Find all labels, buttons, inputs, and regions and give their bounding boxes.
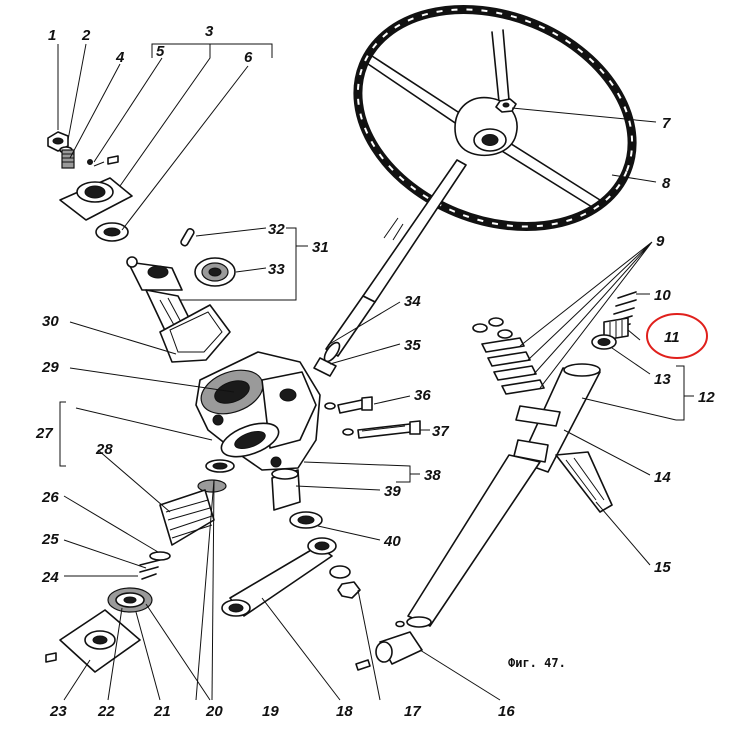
label-19: 19	[262, 703, 279, 720]
label-34: 34	[404, 293, 421, 310]
highlight-circle	[646, 313, 708, 359]
bolts-36-37	[324, 396, 421, 439]
label-21: 21	[153, 703, 171, 720]
label-26: 26	[41, 489, 59, 506]
steering-box-housing	[195, 351, 321, 471]
label-18: 18	[336, 703, 353, 720]
label-23: 23	[49, 703, 67, 720]
sector-shaft-30	[126, 256, 231, 363]
label-7: 7	[662, 115, 671, 132]
label-38: 38	[424, 467, 441, 484]
label-32: 32	[268, 221, 285, 238]
leader-lines	[57, 43, 694, 701]
part-bearing-33	[194, 257, 236, 287]
part-clamp-15	[555, 451, 613, 513]
part-nut-7	[495, 98, 517, 113]
label-10: 10	[654, 287, 671, 304]
label-22: 22	[97, 703, 115, 720]
label-14: 14	[654, 469, 671, 486]
label-2: 2	[81, 27, 91, 44]
label-37: 37	[432, 423, 449, 440]
label-17: 17	[404, 703, 421, 720]
part-labels: 1 2 3 4 5 6 7 8 9 10 11 12 13 14 15 16 1…	[35, 23, 715, 720]
label-28: 28	[95, 441, 113, 458]
label-11: 11	[664, 329, 680, 346]
label-29: 29	[41, 359, 59, 376]
label-4: 4	[115, 49, 125, 66]
label-1: 1	[48, 27, 56, 44]
label-20: 20	[205, 703, 223, 720]
label-6: 6	[244, 49, 253, 66]
label-30: 30	[42, 313, 59, 330]
column-tube	[355, 363, 601, 671]
label-27: 27	[35, 425, 53, 442]
steering-shaft	[313, 159, 467, 377]
figure-caption: Фиг. 47.	[508, 656, 566, 670]
label-36: 36	[414, 387, 431, 404]
label-3: 3	[205, 23, 214, 40]
part-bushing-13	[591, 334, 617, 350]
label-16: 16	[498, 703, 515, 720]
pitman-parts	[221, 468, 361, 617]
label-13: 13	[654, 371, 671, 388]
label-25: 25	[41, 531, 59, 548]
part-plates-9	[472, 317, 545, 395]
label-33: 33	[268, 261, 285, 278]
top-cover-assembly	[47, 131, 133, 242]
label-12: 12	[698, 389, 715, 406]
label-8: 8	[662, 175, 671, 192]
label-9: 9	[656, 233, 665, 250]
steering-wheel	[353, 4, 637, 232]
label-31: 31	[312, 239, 329, 256]
part-nut-11	[603, 317, 629, 341]
label-5: 5	[156, 43, 165, 60]
worm-column-parts	[45, 459, 235, 673]
label-39: 39	[384, 483, 401, 500]
part-pin-32	[180, 228, 195, 247]
label-15: 15	[654, 559, 671, 576]
part-spring-10	[609, 291, 637, 331]
label-35: 35	[404, 337, 421, 354]
label-40: 40	[383, 533, 401, 550]
label-24: 24	[41, 569, 59, 586]
